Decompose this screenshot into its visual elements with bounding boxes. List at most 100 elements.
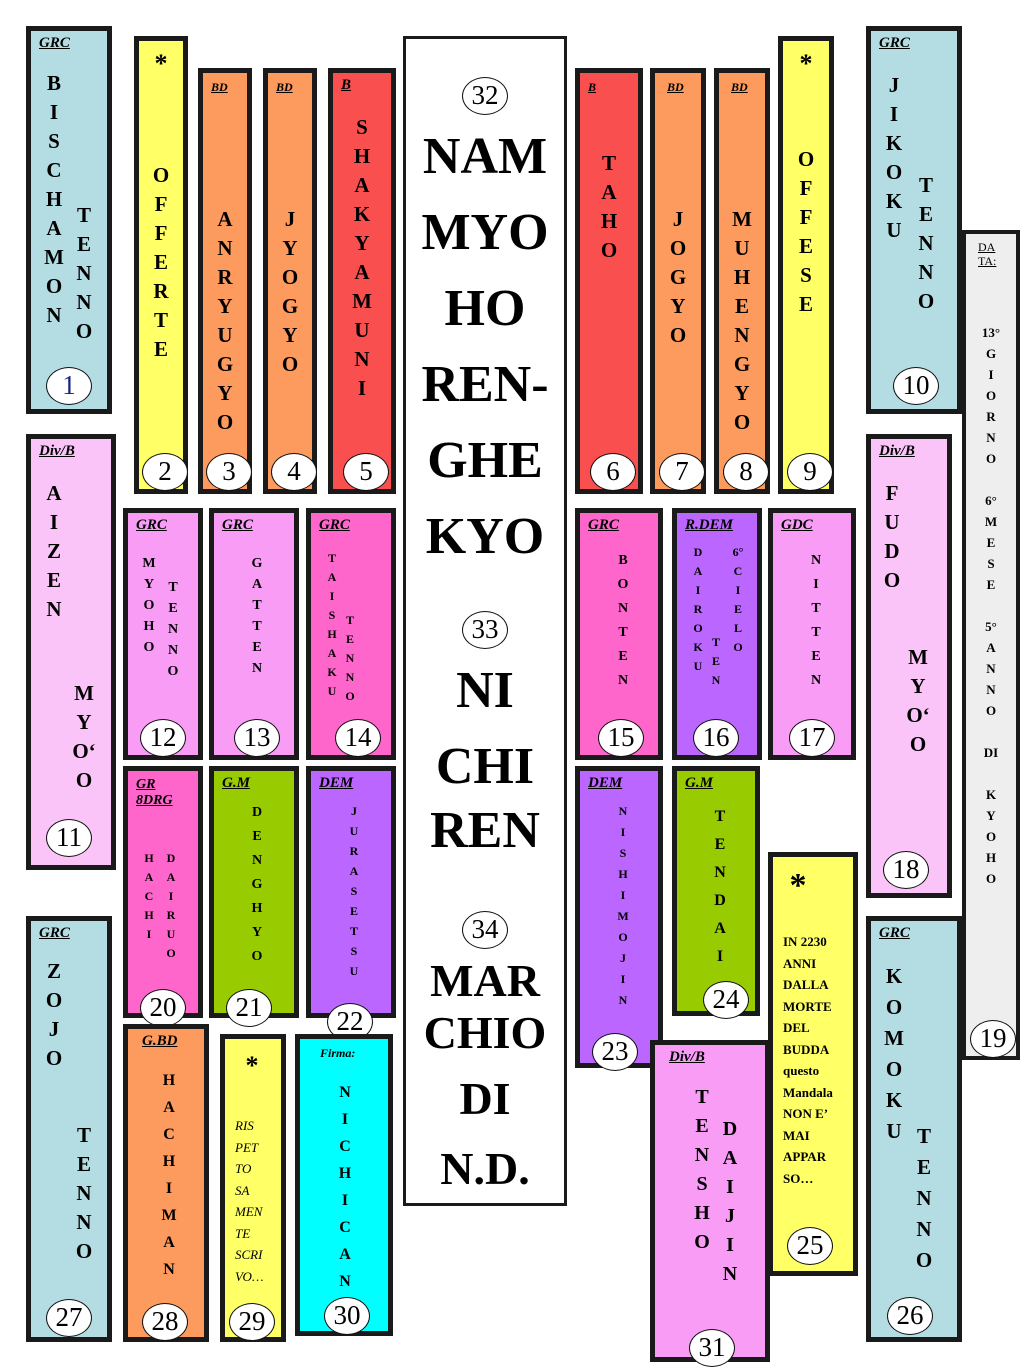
number-badge: 25 xyxy=(787,1227,833,1265)
box-text: D A I R U O xyxy=(166,851,176,960)
number-badge: 10 xyxy=(893,367,939,405)
box-text: T E N N O xyxy=(167,580,179,679)
box-text: J U R A S E T S U xyxy=(349,804,359,978)
note-text: IN 2230 ANNI DALLA MORTE DEL BUDDA quest… xyxy=(783,934,833,1186)
box-text: T E N S H O xyxy=(694,1086,710,1253)
number-badge: 12 xyxy=(140,719,186,757)
number-badge: 31 xyxy=(689,1329,735,1367)
box-text: M U H E N G Y O xyxy=(732,207,752,434)
box-4-jyogyo: BD J Y O G Y O 4 xyxy=(263,68,317,494)
box-text: B I S C H A M O N xyxy=(44,71,64,327)
box-header: BD xyxy=(211,80,228,94)
box-text: H A C H I xyxy=(144,851,154,941)
box-text: T E N N O xyxy=(917,173,935,313)
daimoku-word: KYO xyxy=(425,508,545,565)
number-badge: 16 xyxy=(693,719,739,757)
box-17-nitten: GDC N I T T E N 17 xyxy=(768,508,856,760)
number-badge: 18 xyxy=(883,851,929,889)
box-header: BD xyxy=(667,80,684,94)
asterisk-icon: * xyxy=(245,1051,259,1080)
box-text: G A T T E N xyxy=(251,556,263,676)
box-header: DEM xyxy=(319,775,354,791)
box-text: K O M O K U xyxy=(884,964,904,1143)
box-header: GRC xyxy=(879,35,910,51)
box-header: GRC xyxy=(222,517,253,533)
box-header: GRC xyxy=(39,35,70,51)
box-8-muhengyo: BD M U H E N G Y O 8 xyxy=(714,68,770,494)
box-header: Div/B xyxy=(39,443,75,459)
box-text: T A H O xyxy=(600,151,618,262)
number-badge: 5 xyxy=(343,453,389,491)
box-text: T E N N O xyxy=(75,1123,93,1263)
box-text: B O N T E N xyxy=(617,553,629,688)
box-16-dairoku-ten: R.DEM D A I R O K U T E N 6° C I E L O 1… xyxy=(672,508,762,760)
box-header: G.M xyxy=(685,775,713,791)
number-badge: 20 xyxy=(140,989,186,1027)
box-text: D A I R O K U xyxy=(693,545,703,673)
number-badge: 2 xyxy=(142,453,188,491)
box-2-offerte: * O F F E R T E 2 xyxy=(134,36,188,494)
box-text: T E N xyxy=(711,635,721,687)
daimoku-word: REN- xyxy=(421,356,549,413)
box-12-myoho-tenno: GRC M Y O H O T E N N O 12 xyxy=(123,508,203,760)
box-text: D A I J I N xyxy=(722,1118,738,1285)
box-19-data: DA TA: 13° G I O R N O 6° M E S E 5° A N… xyxy=(962,230,1020,1060)
box-23-nishimojin: DEM N I S H I M O J I N 23 xyxy=(575,766,663,1071)
box-header: GRC xyxy=(588,517,619,533)
number-badge: 1 xyxy=(46,367,92,405)
box-text: S H A K Y A M U N I xyxy=(352,115,372,400)
box-text: D E N G H Y O xyxy=(251,805,263,964)
box-25-note-2230-anni: * IN 2230 ANNI DALLA MORTE DEL BUDDA que… xyxy=(768,852,858,1276)
box-6-taho: B T A H O 6 xyxy=(575,68,643,494)
box-5-shakyamuni: B S H A K Y A M U N I 5 xyxy=(328,68,396,494)
box-header: G.M xyxy=(222,775,250,791)
box-30-firma-nichican: Firma: N I C H I C A N 30 xyxy=(295,1034,393,1336)
box-text: H A C H I M A N xyxy=(161,1072,177,1278)
number-badge: 3 xyxy=(206,453,252,491)
box-10-jikoku-tenno: GRC J I K O K U T E N N O 10 xyxy=(866,26,962,414)
box-13-gatten: GRC G A T T E N 13 xyxy=(209,508,299,760)
box-20-hachi-dairuo: GR 8DRG H A C H I D A I R U O 20 xyxy=(123,766,203,1027)
box-text: J O G Y O xyxy=(669,207,687,347)
box-7-jogyo: BD J O G Y O 7 xyxy=(650,68,706,494)
box-header: GRC xyxy=(879,925,910,941)
box-text: A N R Y U G Y O xyxy=(216,207,234,434)
number-badge: 21 xyxy=(226,989,272,1027)
box-26-komoku-tenno: GRC K O M O K U T E N N O 26 xyxy=(866,916,962,1342)
center-daimoku-column: 32 NAM MYO HO REN- GHE KYO 33 NI CHI REN… xyxy=(403,36,567,1206)
box-header: B xyxy=(341,77,352,93)
number-badge: 7 xyxy=(659,453,705,491)
box-21-denghyo: G.M D E N G H Y O 21 xyxy=(209,766,299,1027)
number-badge: 30 xyxy=(324,1297,370,1335)
number-badge: 14 xyxy=(335,719,381,757)
box-text: RIS PET TO SA MEN TE SCRI VO… xyxy=(235,1118,264,1284)
box-header: GRC xyxy=(319,517,350,533)
number-badge: 28 xyxy=(142,1303,188,1341)
box-text: M Y O H O xyxy=(142,556,156,655)
box-9-offese: * O F F E S E 9 xyxy=(778,36,834,494)
box-header: BD xyxy=(276,80,293,94)
marchio-word: MAR xyxy=(430,955,540,1006)
box-15-bonten: GRC B O N T E N 15 xyxy=(575,508,663,760)
box-text: T E N D A I xyxy=(714,808,726,965)
box-header: GRC xyxy=(39,925,70,941)
box-text: N I S H I M O J I N xyxy=(617,804,629,1007)
box-text: O F F E S E xyxy=(797,147,815,316)
box-text: J Y O G Y O xyxy=(281,207,299,376)
number-badge: 11 xyxy=(46,819,92,857)
box-18-fudo-myoo: Div/B F U D O M Y O‘ O 18 xyxy=(866,434,952,898)
box-22-jurasetsu: DEM J U R A S E T S U 22 xyxy=(306,766,396,1041)
marchio-word: N.D. xyxy=(440,1143,530,1194)
box-text: Z O J O xyxy=(45,959,63,1070)
box-28-hachiman: G.BD H A C H I M A N 28 xyxy=(123,1024,209,1342)
box-text: T E N N O xyxy=(915,1124,933,1272)
box-header: R.DEM xyxy=(685,517,733,533)
daimoku-word: NAM xyxy=(422,128,548,185)
box-text: T E N N O xyxy=(345,613,355,703)
box-3-anryugyo: BD A N R Y U G Y O 3 xyxy=(198,68,252,494)
box-text: 6° C I E L O xyxy=(732,545,744,654)
number-badge: 9 xyxy=(787,453,833,491)
box-14-taishaku-tenno: GRC T A I S H A K U T E N N O 14 xyxy=(306,508,396,760)
number-badge: 23 xyxy=(592,1033,638,1071)
box-text: N I T T E N xyxy=(810,553,822,688)
